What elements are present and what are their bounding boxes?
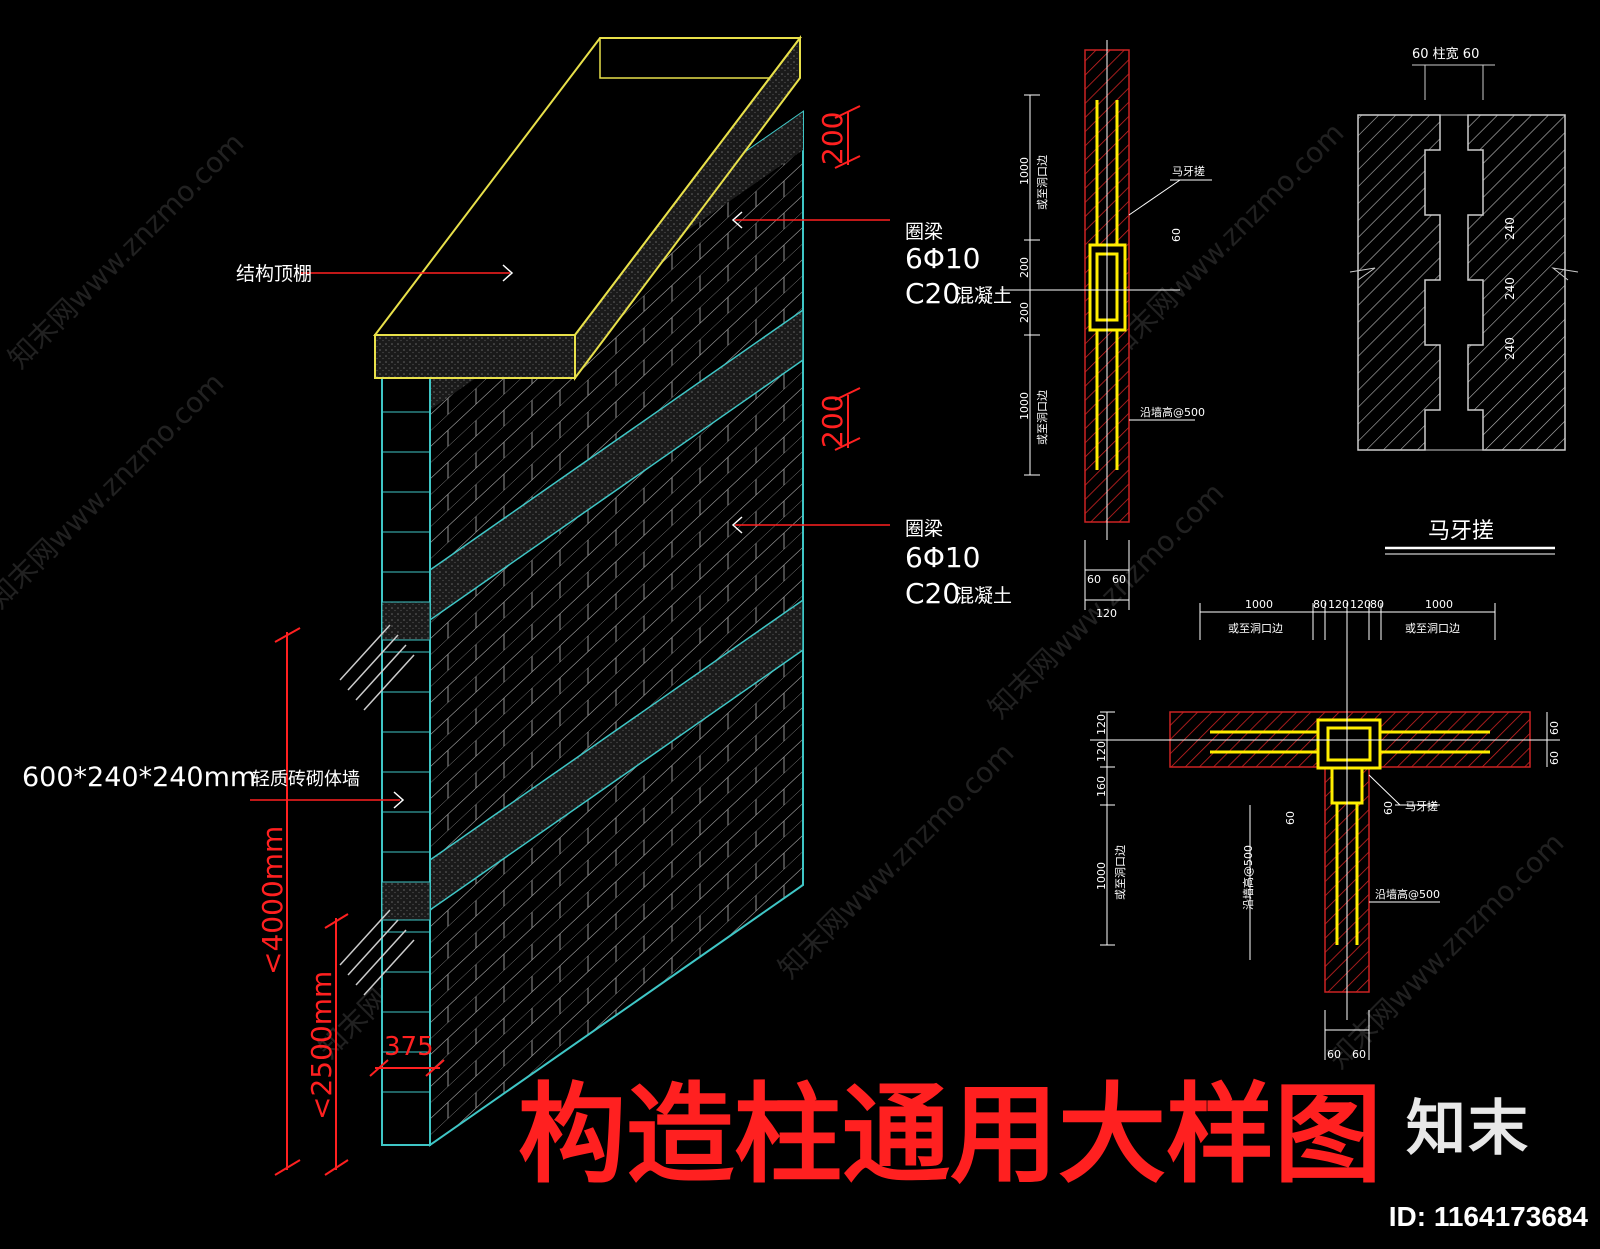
plan-dim-60-b2: 60 [1352, 1048, 1366, 1061]
dim-200-lower: 200 [816, 395, 849, 448]
plan-edge-note-v: 或至洞口边 [1114, 845, 1127, 900]
plan-dim-1000-right: 1000 [1425, 598, 1453, 611]
concrete-spec-lower: C20 [905, 577, 960, 610]
mayacha-right-wall [1467, 114, 1566, 451]
ring-beam-label-lower: 圈梁 [905, 518, 943, 540]
plan-dim-60-r1: 60 [1548, 721, 1561, 735]
mayacha-detail: 60 柱宽 60 240 240 240 马牙搓 [1349, 46, 1579, 555]
wall-desc-label: 轻质砖砌体墙 [252, 769, 360, 790]
plan-dim-120-v1: 120 [1095, 714, 1108, 735]
plan-dim-1000-left: 1000 [1245, 598, 1273, 611]
watermark-text: 知末网www.znzmo.com [1102, 116, 1351, 365]
mayacha-caption: 马牙搓 [1428, 519, 1494, 544]
plan-mayacha-label: 马牙搓 [1405, 799, 1438, 813]
rebar-spec-upper: 6Φ10 [905, 242, 980, 275]
concrete-word-upper: 混凝土 [955, 285, 1012, 307]
section-dim-120: 120 [1096, 607, 1117, 620]
section-dim-60-b: 60 [1112, 573, 1126, 586]
plan-dim-60-r2: 60 [1548, 751, 1561, 765]
plan-dim-120-a: 120 [1328, 598, 1349, 611]
dim-200-upper: 200 [816, 112, 849, 165]
mayacha-left-wall [1357, 114, 1441, 451]
section-rebar-note: 沿墙高@500 [1140, 405, 1205, 419]
plan-dim-60-mid: 60 [1284, 811, 1297, 825]
wall-spec-label: 600*240*240mm [22, 762, 256, 793]
plan-edge-note-left: 或至洞口边 [1228, 622, 1283, 635]
t-junction-plan: 1000 或至洞口边 80 120 120 80 1000 或至洞口边 120 … [1090, 598, 1561, 1061]
brand-logo: 知末 [1406, 1094, 1530, 1164]
vertical-section: 1000 或至洞口边 200 200 1000 或至洞口边 马牙搓 沿墙高@50… [1000, 40, 1212, 620]
rebar-spec-lower: 6Φ10 [905, 541, 980, 574]
watermark-text: 知末网www.znzmo.com [772, 736, 1021, 985]
dim-2500: <2500mm [305, 971, 338, 1120]
section-edge-note-bottom: 或至洞口边 [1036, 390, 1049, 445]
section-dim-200-b: 200 [1018, 302, 1031, 323]
plan-rebar-note: 沿墙高@500 [1375, 887, 1440, 901]
wall-end-column [381, 371, 431, 1146]
plan-dim-80-right: 80 [1370, 598, 1384, 611]
dim-375: 375 [384, 1032, 434, 1062]
section-dim-60-a: 60 [1087, 573, 1101, 586]
mayacha-top-dim: 60 柱宽 60 [1412, 46, 1479, 62]
section-dim-1000-bottom: 1000 [1018, 392, 1031, 420]
dim-4000: <4000mm [256, 826, 289, 975]
section-dim-60-side: 60 [1170, 228, 1183, 242]
ceiling-slab-front [374, 334, 576, 379]
image-id-label: ID: 1164173684 [1388, 1201, 1588, 1232]
plan-edge-note-right: 或至洞口边 [1405, 622, 1460, 635]
ring-beam-end-lower [381, 881, 431, 921]
section-dim-lines [1000, 40, 1212, 610]
plan-rebar-note-v: 沿墙高@500 [1241, 845, 1255, 910]
mayacha-dim-240-b: 240 [1503, 277, 1517, 300]
section-dim-200-a: 200 [1018, 257, 1031, 278]
mayacha-dim-lines [1349, 64, 1579, 451]
plan-dim-lines [1090, 603, 1560, 1060]
mayacha-dim-240-a: 240 [1503, 217, 1517, 240]
iso-dimension-lines [274, 105, 861, 1176]
plan-dim-160: 160 [1095, 776, 1108, 797]
plan-rebar [1210, 718, 1490, 945]
section-dim-1000-top: 1000 [1018, 157, 1031, 185]
section-mayacha-label: 马牙搓 [1172, 164, 1205, 178]
drawing-title: 构造柱通用大样图 [518, 1073, 1382, 1198]
section-labels: 1000 或至洞口边 200 200 1000 或至洞口边 马牙搓 沿墙高@50… [1018, 155, 1205, 620]
plan-dim-120-v2: 120 [1095, 741, 1108, 762]
ceiling-label: 结构顶棚 [236, 263, 312, 285]
ring-beam-end-upper [381, 601, 431, 641]
concrete-spec-upper: C20 [905, 277, 960, 310]
plan-dim-80-left: 80 [1313, 598, 1327, 611]
mayacha-dim-240-c: 240 [1503, 337, 1517, 360]
tie-hatch-marks [339, 624, 415, 996]
iso-arrows [393, 211, 743, 809]
concrete-word-lower: 混凝土 [955, 585, 1012, 607]
plan-dim-60-side: 60 [1382, 801, 1395, 815]
ring-beam-label-upper: 圈梁 [905, 221, 943, 243]
iso-labels: 结构顶棚 圈梁 6Φ10 C20 混凝土 圈梁 6Φ10 C20 混凝土 600… [22, 112, 1012, 1120]
plan-dim-60-b1: 60 [1327, 1048, 1341, 1061]
plan-dim-120-b: 120 [1350, 598, 1371, 611]
plan-labels: 1000 或至洞口边 80 120 120 80 1000 或至洞口边 120 … [1095, 598, 1561, 1061]
section-edge-note-top: 或至洞口边 [1036, 155, 1049, 210]
watermark-text: 知末网www.znzmo.com [2, 126, 251, 375]
plan-dim-1000-v: 1000 [1095, 862, 1108, 890]
iso-leaders [250, 219, 890, 801]
watermark-text: 知末网www.znzmo.com [0, 366, 230, 615]
isometric-wall [339, 35, 804, 1147]
